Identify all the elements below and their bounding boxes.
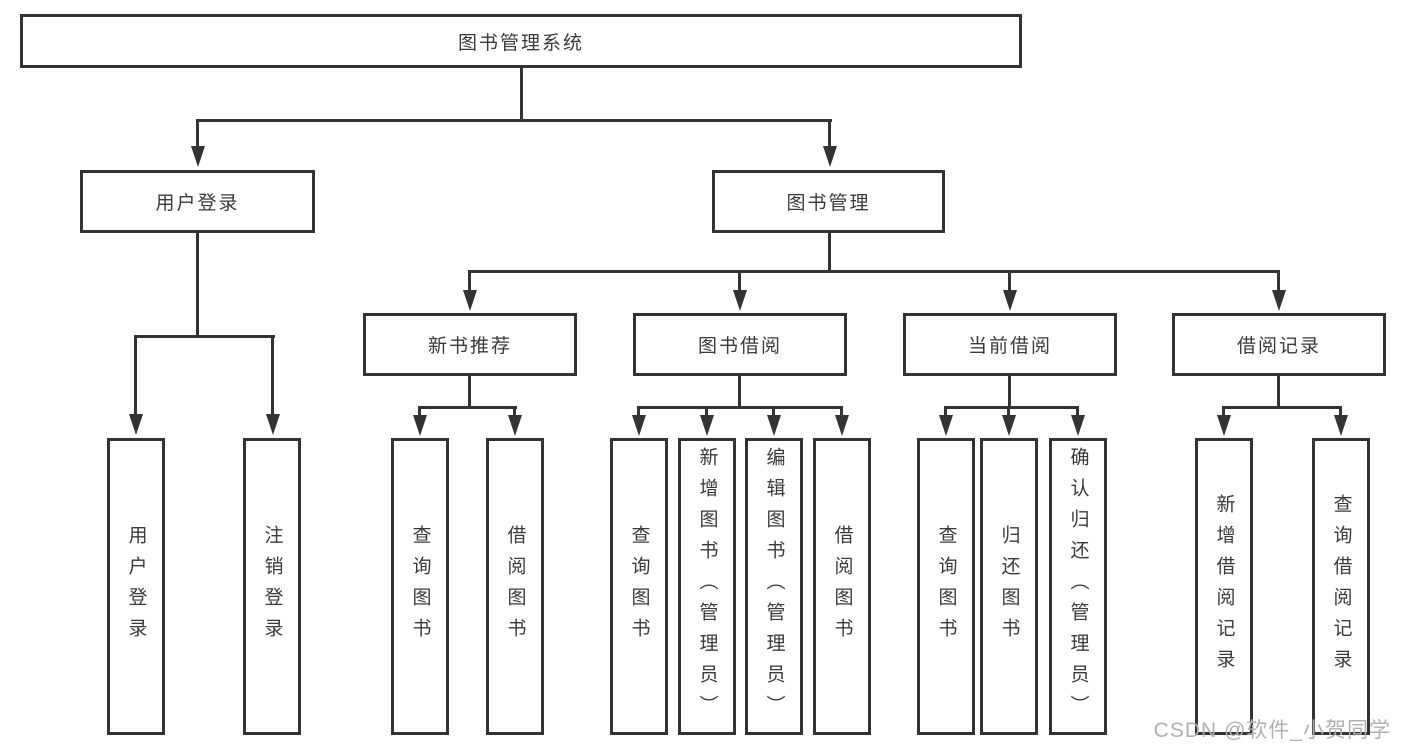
connector-line [1277, 270, 1280, 292]
node-label: 借阅图书 [504, 524, 526, 649]
connector-line [1007, 406, 1010, 416]
connector-line [271, 335, 274, 415]
arrowhead-down-icon [700, 415, 714, 436]
node-leaf-logout: 注销登录 [243, 438, 301, 735]
connector-line [1339, 406, 1342, 416]
node-leaf-borrow-book-recommend: 借阅图书 [486, 438, 544, 735]
node-leaf-query-book-current: 查询图书 [917, 438, 975, 735]
connector-line [196, 119, 199, 148]
node-label: 查询图书 [935, 524, 957, 649]
node-label: 查询图书 [628, 524, 650, 649]
connector-line [738, 376, 741, 409]
node-library-system-root: 图书管理系统 [20, 14, 1022, 68]
node-leaf-query-book-recommend: 查询图书 [391, 438, 449, 735]
connector-line [705, 406, 708, 416]
csdn-watermark: CSDN @软件_小贺同学 [1153, 719, 1391, 742]
connector-line [1008, 376, 1011, 409]
node-label: 注销登录 [261, 524, 283, 649]
arrowhead-down-icon [1002, 415, 1016, 436]
connector-line [513, 406, 516, 416]
node-label: 用户登录 [125, 524, 147, 649]
arrowhead-down-icon [1272, 290, 1286, 311]
connector-line [738, 270, 741, 292]
connector-line [1222, 406, 1225, 416]
connector-line [1277, 376, 1280, 409]
node-user-login: 用户登录 [80, 170, 315, 233]
node-leaf-add-borrow-record: 新增借阅记录 [1195, 438, 1253, 735]
connector-line [637, 406, 843, 409]
arrowhead-down-icon [939, 415, 953, 436]
node-new-book-recommend: 新书推荐 [363, 313, 577, 376]
arrowhead-down-icon [632, 415, 646, 436]
arrowhead-down-icon [191, 146, 205, 167]
node-label: 图书管理系统 [457, 32, 584, 54]
node-leaf-confirm-return-admin: 确认归还（管理员） [1049, 438, 1107, 735]
arrowhead-down-icon [1003, 290, 1017, 311]
node-label: 编辑图书（管理员） [763, 447, 785, 726]
arrowhead-down-icon [129, 414, 143, 435]
connector-line [134, 335, 275, 338]
node-label: 新书推荐 [427, 336, 512, 357]
arrowhead-down-icon [1334, 415, 1348, 436]
node-label: 新增借阅记录 [1213, 493, 1235, 680]
node-label: 图书借阅 [697, 336, 782, 357]
node-leaf-query-book-borrowing: 查询图书 [610, 438, 668, 735]
arrowhead-down-icon [823, 146, 837, 167]
node-label: 借阅图书 [831, 524, 853, 649]
connector-line [196, 233, 199, 338]
node-book-borrowing: 图书借阅 [633, 313, 847, 376]
connector-line [1076, 406, 1079, 416]
connector-line [772, 406, 775, 416]
arrowhead-down-icon [413, 415, 427, 436]
node-label: 图书管理 [786, 193, 871, 214]
connector-line [418, 406, 421, 416]
arrowhead-down-icon [767, 415, 781, 436]
node-current-borrowing: 当前借阅 [903, 313, 1117, 376]
connector-line [637, 406, 640, 416]
connector-line [196, 119, 832, 122]
node-label: 查询图书 [409, 524, 431, 649]
node-label: 新增图书（管理员） [696, 447, 718, 726]
node-book-management: 图书管理 [712, 170, 945, 233]
node-label: 归还图书 [998, 524, 1020, 649]
node-label: 借阅记录 [1236, 336, 1321, 357]
connector-line [520, 68, 523, 121]
node-leaf-user-login: 用户登录 [107, 438, 165, 735]
node-leaf-query-borrow-record: 查询借阅记录 [1312, 438, 1370, 735]
node-leaf-edit-book-admin: 编辑图书（管理员） [745, 438, 803, 735]
connector-line [468, 270, 471, 292]
node-label: 当前借阅 [967, 336, 1052, 357]
arrowhead-down-icon [463, 290, 477, 311]
node-leaf-add-book-admin: 新增图书（管理员） [678, 438, 736, 735]
connector-line [1222, 406, 1342, 409]
connector-line [468, 270, 1280, 273]
arrowhead-down-icon [266, 414, 280, 435]
connector-line [944, 406, 947, 416]
arrowhead-down-icon [835, 415, 849, 436]
connector-line [840, 406, 843, 416]
connector-line [944, 406, 1079, 409]
arrowhead-down-icon [733, 290, 747, 311]
connector-line [418, 406, 517, 409]
connector-line [1008, 270, 1011, 292]
node-label: 查询借阅记录 [1330, 493, 1352, 680]
arrowhead-down-icon [1217, 415, 1231, 436]
arrowhead-down-icon [1071, 415, 1085, 436]
connector-line [828, 233, 831, 273]
node-borrowing-records: 借阅记录 [1172, 313, 1386, 376]
node-leaf-return-book: 归还图书 [980, 438, 1038, 735]
node-label: 确认归还（管理员） [1067, 447, 1089, 726]
node-label: 用户登录 [155, 193, 240, 214]
connector-line [468, 376, 471, 409]
connector-line [134, 335, 137, 415]
node-leaf-borrow-book: 借阅图书 [813, 438, 871, 735]
connector-line [828, 119, 831, 148]
arrowhead-down-icon [508, 415, 522, 436]
